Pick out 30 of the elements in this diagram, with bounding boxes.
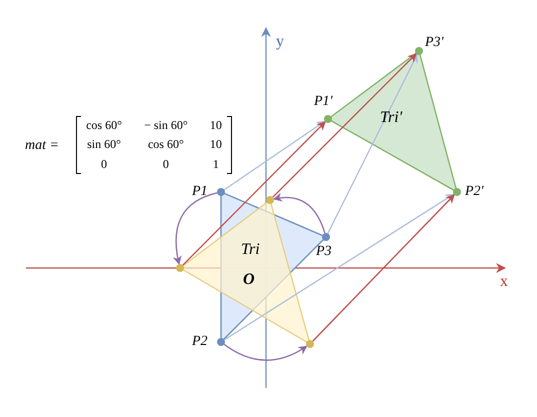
arrow <box>173 192 218 265</box>
matrix-entry: sin 60° <box>86 136 122 154</box>
point-label: P1 <box>192 184 208 200</box>
point-label: P2 <box>192 334 208 350</box>
point-label: P3 <box>316 244 332 260</box>
point-label: P3' <box>425 35 444 51</box>
matrix-entry: 10 <box>208 136 223 154</box>
matrix-entry: cos 60° <box>146 136 185 154</box>
matrix-entry: 0 <box>100 156 108 173</box>
arrow <box>224 120 326 190</box>
point-label: P1' <box>314 94 333 110</box>
arrow <box>272 53 417 198</box>
triangle-label: Tri <box>241 242 260 258</box>
arrow <box>312 194 455 342</box>
triangle-label: Tri' <box>380 110 402 126</box>
axis-label: y <box>276 34 284 50</box>
arrow <box>224 194 454 340</box>
arrow <box>327 54 418 234</box>
axis-label: x <box>500 274 508 290</box>
arrow <box>182 121 326 266</box>
matrix-entry: 1 <box>212 156 220 173</box>
matrix-entry: 0 <box>162 156 170 173</box>
arrow <box>224 344 308 361</box>
matrix-entry: cos 60° <box>85 117 123 134</box>
arrow <box>273 193 326 234</box>
point-label: P2' <box>465 184 484 200</box>
matrix-name: mat = <box>25 137 59 155</box>
matrix-entry: − sin 60° <box>143 117 189 134</box>
matrix-entry: 10 <box>208 117 223 134</box>
origin-label: O <box>243 272 255 288</box>
